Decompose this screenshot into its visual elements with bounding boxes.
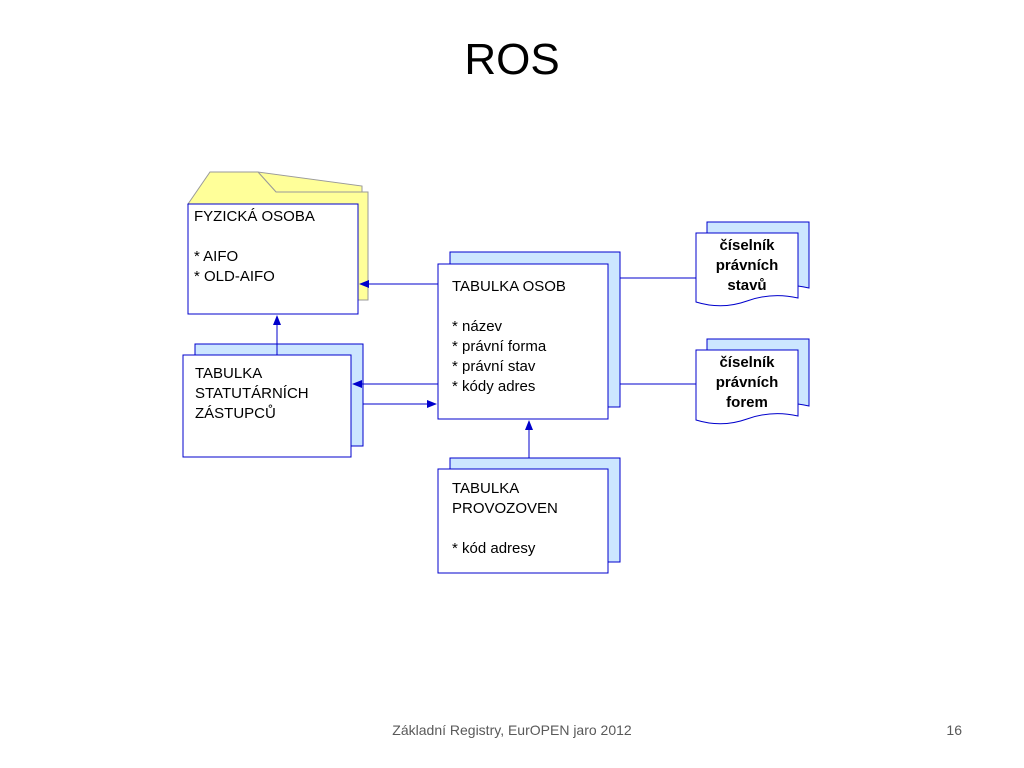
ciselnik-forem-label: číselník právních forem bbox=[715, 354, 779, 411]
footer-text: Základní Registry, EurOPEN jaro 2012 bbox=[392, 722, 632, 738]
provozovny-shape bbox=[437, 457, 621, 574]
tabulka-osob-attr: * kódy adres bbox=[452, 378, 536, 395]
tabulka-osob-title: TABULKA OSOB bbox=[452, 278, 566, 295]
statutarni-shape bbox=[182, 343, 364, 458]
fyzicka-osoba-attr: * OLD-AIFO bbox=[194, 268, 275, 285]
tabulka-osob-box: TABULKA OSOB * název * právní forma * pr… bbox=[452, 277, 604, 397]
connectors bbox=[273, 277, 696, 458]
provozovny-box: TABULKA PROVOZOVEN * kód adresy bbox=[452, 479, 604, 559]
fyzicka-osoba-attr: * AIFO bbox=[194, 248, 239, 265]
tabulka-osob-shape bbox=[437, 251, 621, 420]
statutarni-title: TABULKA bbox=[195, 365, 263, 382]
statutarni-title: STATUTÁRNÍCH bbox=[195, 385, 309, 402]
fyzicka-osoba-title: FYZICKÁ OSOBA bbox=[194, 208, 315, 225]
ciselnik-stavu-label: číselník právních stavů bbox=[715, 237, 779, 294]
slide-title: ROS bbox=[464, 35, 560, 84]
tabulka-osob-attr: * právní stav bbox=[452, 358, 536, 375]
provozovny-attr: * kód adresy bbox=[452, 540, 536, 557]
tabulka-osob-attr: * název bbox=[452, 318, 503, 335]
page-number: 16 bbox=[946, 722, 962, 738]
provozovny-title: TABULKA bbox=[452, 480, 520, 497]
tabulka-osob-attr: * právní forma bbox=[452, 338, 547, 355]
statutarni-title: ZÁSTUPCŮ bbox=[195, 405, 276, 422]
statutarni-box: TABULKA STATUTÁRNÍCH ZÁSTUPCŮ bbox=[195, 364, 349, 424]
fyzicka-osoba-folder-shape bbox=[187, 171, 369, 315]
provozovny-title: PROVOZOVEN bbox=[452, 500, 558, 517]
ciselnik-stavu-shape bbox=[695, 221, 810, 307]
ciselnik-forem-shape bbox=[695, 338, 810, 425]
fyzicka-osoba-box: FYZICKÁ OSOBA * AIFO * OLD-AIFO bbox=[194, 207, 356, 287]
